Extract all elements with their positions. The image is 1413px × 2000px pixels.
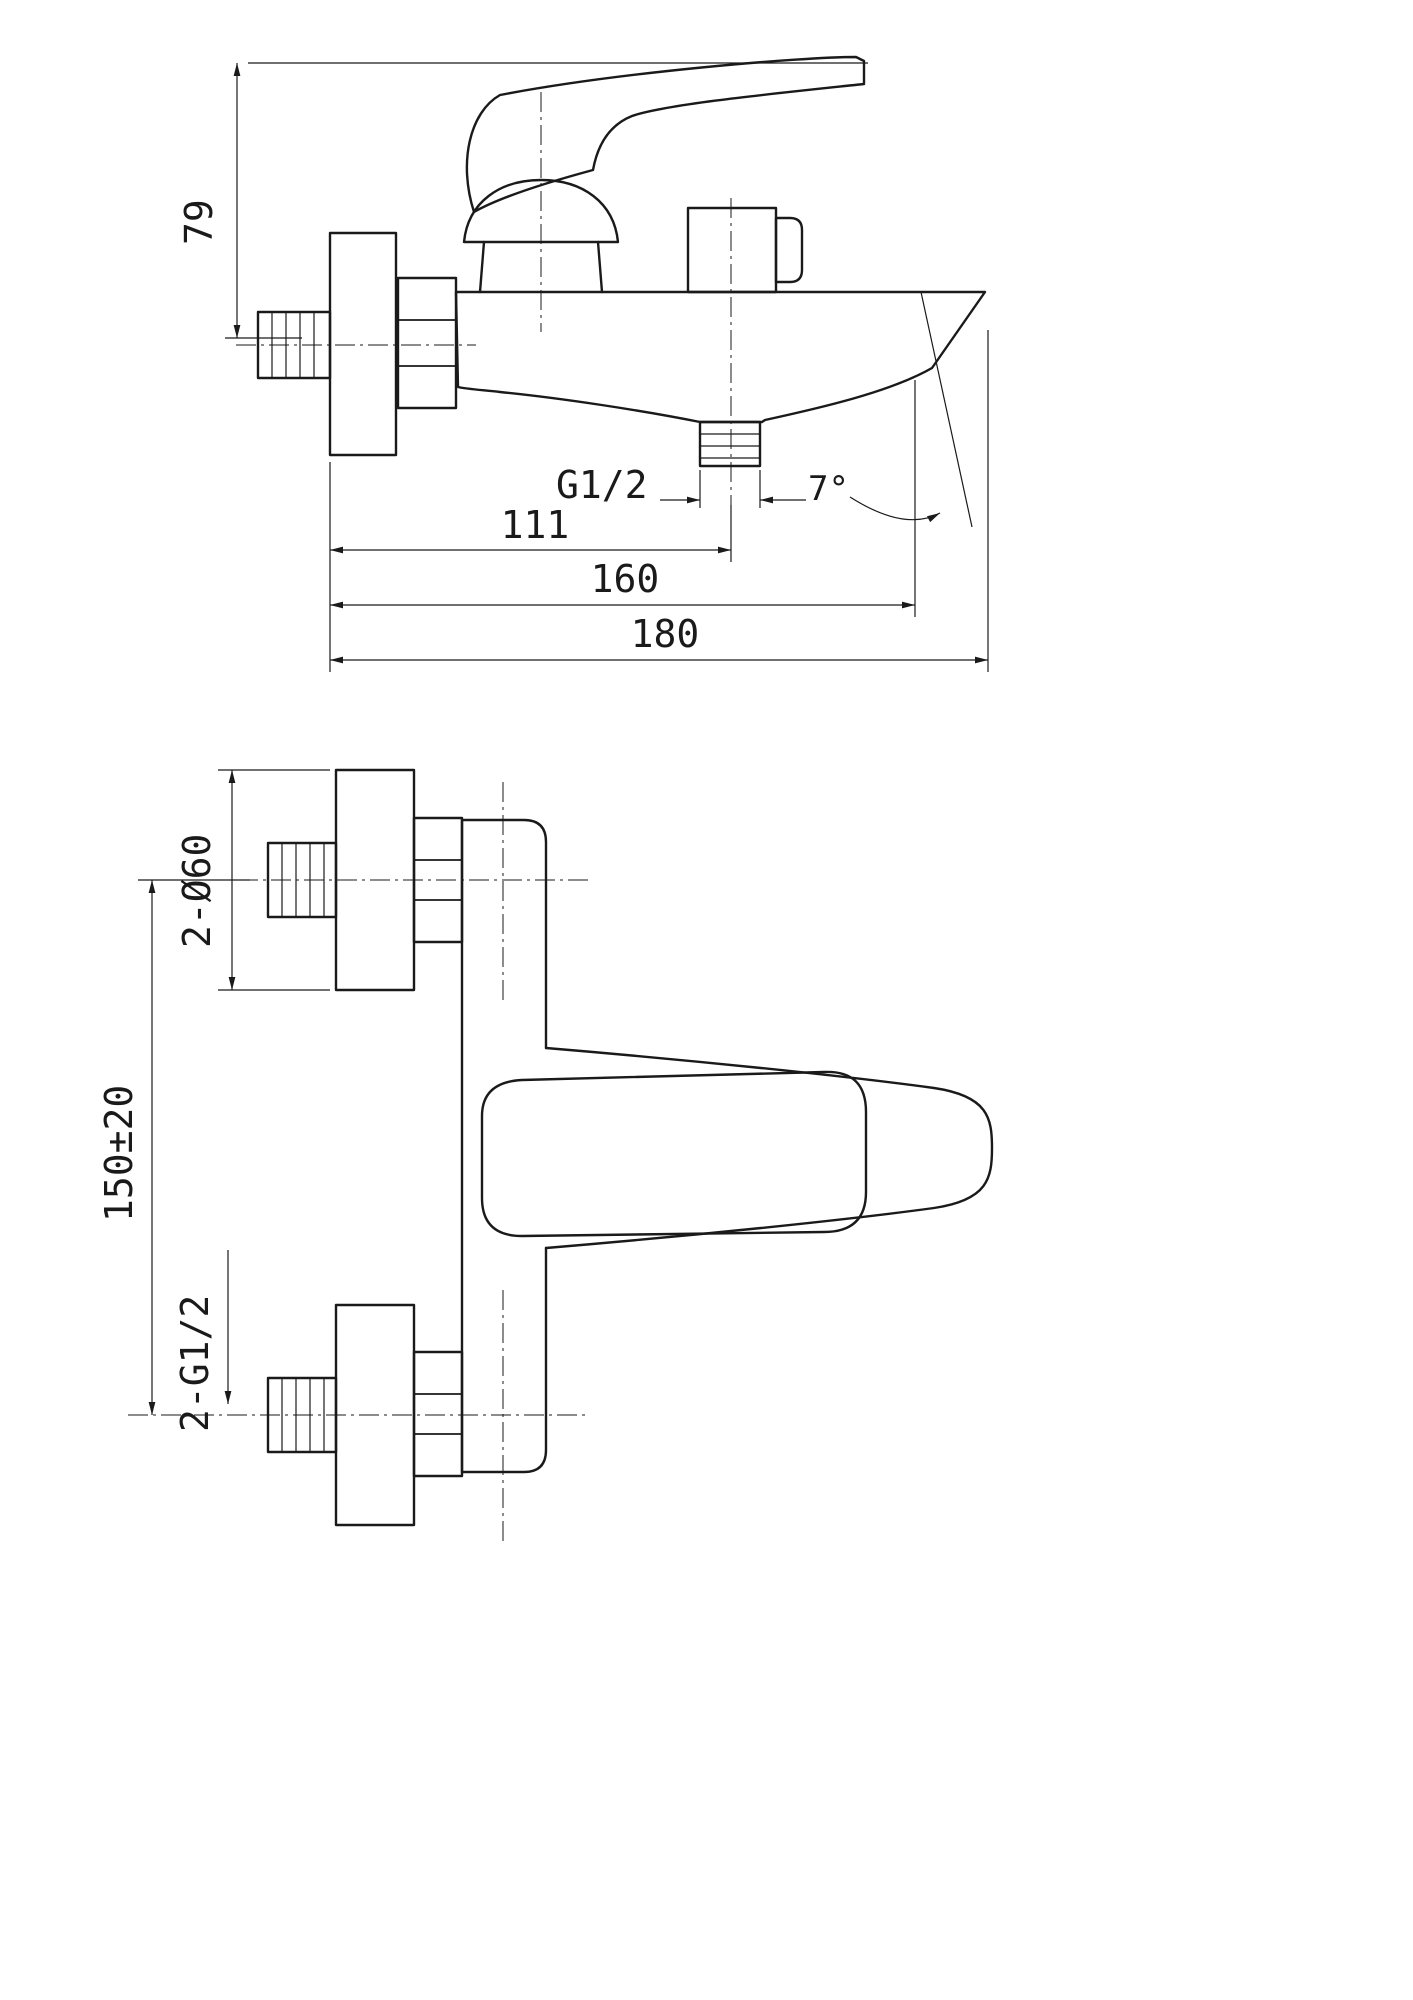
front-body-horizontal [544,1046,994,1250]
dim-79-group: 79 [177,62,868,339]
dim-spacing-label: 150±20 [97,1085,141,1222]
dim-7deg-label: 7° [808,469,849,509]
front-bottom-hex-nut [412,1350,464,1478]
front-bottom-nipple [266,1376,338,1454]
dim-7deg-group: 7° [808,291,973,528]
side-cartridge-dome [462,178,620,244]
dim-g12-ext-lines [699,470,761,508]
dim-79-label: 79 [177,199,221,245]
side-centerlines [236,92,732,505]
side-hex-nut [396,276,458,410]
dim-111-ext-lines [329,462,732,672]
dim-7deg-arc [849,496,941,523]
dim-160-group: 160 [330,380,916,617]
front-body-column [460,818,548,1474]
dim-flange-label: 2-Ø60 [175,834,219,948]
side-wall-flange [328,231,398,457]
dim-180-group: 180 [330,330,989,672]
dim-inlet-thread-label: 2-G1/2 [173,1295,217,1432]
front-bottom-nipple-threads [281,1378,325,1452]
side-diverter-cap [774,216,804,284]
dim-flange-ext-lines [218,769,330,991]
side-inlet-thread-lines [271,312,315,378]
side-lever-handle [465,55,866,214]
front-view: 2-Ø60 150±20 2-G1/2 [97,768,994,1545]
side-inlet-nipple [256,310,332,380]
dim-180-label: 180 [631,612,700,656]
front-lever-handle [480,1070,868,1238]
side-cartridge-neck [478,240,604,294]
dim-111-group: 111 [329,462,732,672]
side-view: 79 G1/2 111 160 180 [177,55,989,672]
dim-79-ext-lines [225,62,868,339]
dim-g12-label: G1/2 [556,463,648,507]
side-body-outline [454,290,987,424]
side-hex-nut-facets [398,319,456,367]
dim-160-label: 160 [591,557,660,601]
dim-g12-group: G1/2 [556,463,806,508]
front-top-hex-facets [414,859,462,901]
side-outlet-thread-lines [700,433,760,459]
front-bottom-hex-facets [414,1393,462,1435]
front-top-nipple [266,841,338,919]
dim-7deg-ref-line [920,291,973,528]
dim-inlet-thread-group: 2-G1/2 [173,1250,232,1432]
dim-spacing-group: 150±20 [97,879,250,1415]
dim-111-label: 111 [501,503,570,547]
side-diverter-body [686,206,778,294]
side-outlet-stub [698,420,762,468]
front-top-nipple-threads [281,843,325,917]
